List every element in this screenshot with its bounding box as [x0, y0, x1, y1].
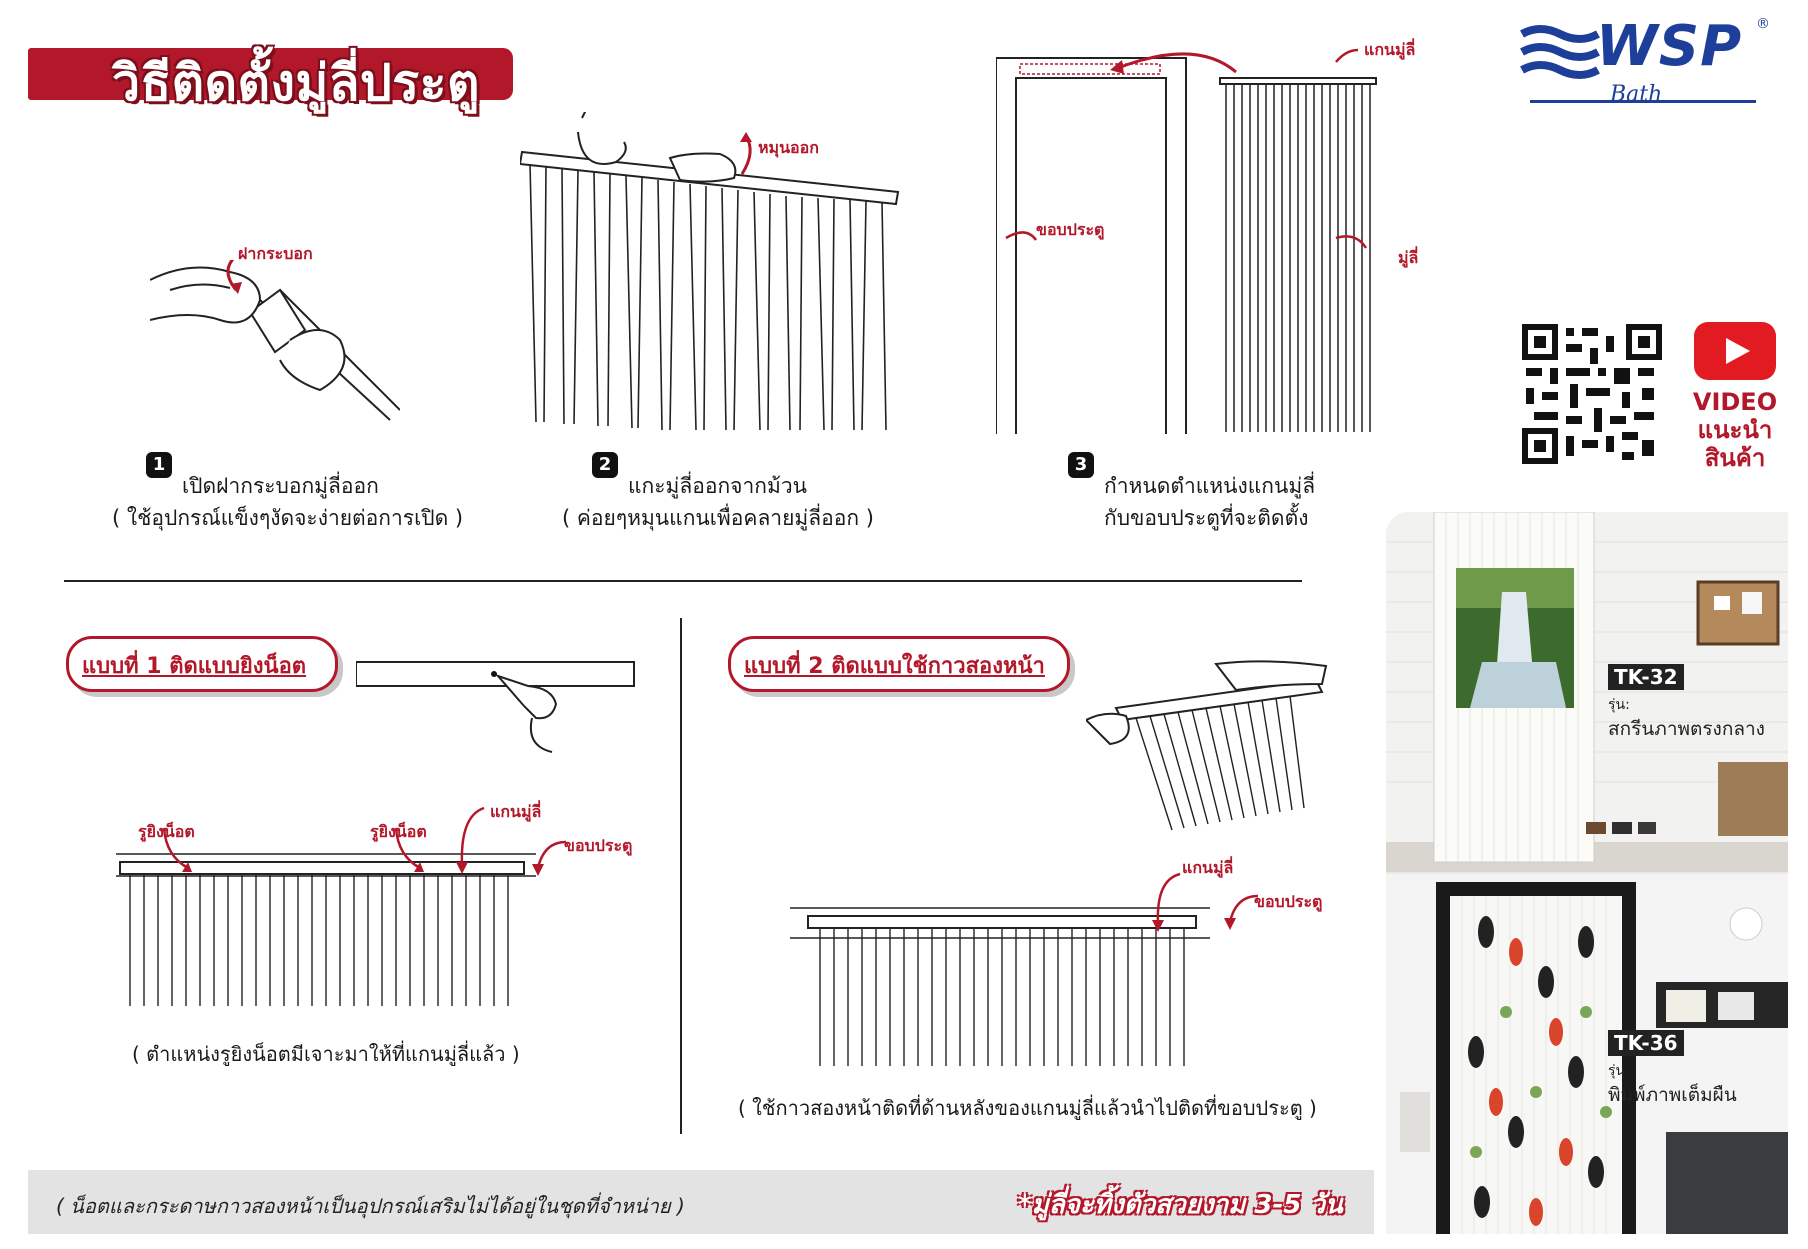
- model-badge-tk36: TK-36: [1608, 1030, 1684, 1056]
- label-m2-rod: แกนมู่ลี่: [1182, 858, 1234, 877]
- qr-code: [1522, 324, 1662, 468]
- arrow-frame-icon: [530, 838, 570, 882]
- method-2-badge: [728, 636, 1070, 692]
- wave-logo-icon: [1520, 22, 1600, 90]
- footer-highlight-text: *มู่ลี่จะทิ้งตัวสวยงาม 3-5 วัน: [1018, 1190, 1343, 1220]
- label-step3-rod: แกนมู่ลี่: [1364, 40, 1416, 59]
- step-3-text: กำหนดตำแหน่งแกนมู่ลี่: [1104, 474, 1316, 498]
- label-step3-blind: มู่ลี่: [1398, 248, 1419, 267]
- youtube-play-icon[interactable]: [1694, 322, 1776, 384]
- drill-illustration: [355, 660, 636, 764]
- arrow-m2-rod-icon: [1144, 870, 1184, 938]
- label-m1-rod: แกนมู่ลี่: [490, 802, 542, 821]
- model-desc-tk36: พิมพ์ภาพเต็มผืน: [1608, 1084, 1737, 1106]
- label-rotate: หมุนออก: [758, 138, 819, 157]
- page-title: วิธีติดตั้งมู่ลี่ประตู: [112, 54, 480, 112]
- model-desc-tk32: สกรีนภาพตรงกลาง: [1608, 718, 1765, 740]
- step1-illustration: [149, 254, 401, 434]
- step-3-number: 3: [1068, 452, 1094, 478]
- arrow-hole-b-icon: [392, 826, 432, 880]
- step-2-text: แกะมู่ลี่ออกจากม้วน: [628, 474, 807, 498]
- label-m2-frame: ขอบประตู: [1254, 892, 1323, 911]
- step-1-number: 1: [146, 452, 172, 478]
- label-hole-a: รูยิงน็อต: [138, 822, 195, 841]
- method-2-caption: ( ใช้กาวสองหน้าติดที่ด้านหลังของแกนมู่ลี…: [738, 1096, 1317, 1120]
- title-banner: [28, 48, 513, 100]
- model-label-tk36: รุ่น:: [1608, 1063, 1630, 1079]
- arrow-m2-frame-icon: [1222, 892, 1262, 936]
- method-1-badge: [66, 636, 338, 692]
- label-hole-b: รูยิงน็อต: [370, 822, 427, 841]
- arrow-hole-a-icon: [160, 826, 200, 880]
- method-1-diagram: [116, 848, 546, 1012]
- brand-sub: Bath: [1610, 82, 1663, 107]
- step-2-number: 2: [592, 452, 618, 478]
- product-photo-panel: [1386, 512, 1788, 1234]
- step-1-text: เปิดฝากระบอกมู่ลี่ออก: [182, 474, 379, 498]
- video-line-1: VIDEO: [1692, 388, 1778, 416]
- step2-illustration: [518, 109, 910, 436]
- label-cap: ฝากระบอก: [238, 244, 313, 263]
- tape-illustration: [1084, 660, 1346, 844]
- method-divider: [680, 618, 682, 1134]
- logo-underline: [1530, 100, 1756, 103]
- step-3-subtext: กับขอบประตูที่จะติดตั้ง: [1104, 506, 1309, 530]
- label-step3-frame: ขอบประตู: [1036, 220, 1105, 239]
- step-1-subtext: ( ใช้อุปกรณ์แข็งๆงัดจะง่ายต่อการเปิด ): [112, 506, 464, 530]
- label-m1-frame: ขอบประตู: [564, 836, 633, 855]
- method-2-diagram: [786, 898, 1216, 1072]
- video-line-3: สินค้า: [1704, 444, 1766, 472]
- arrow-rod-icon: [450, 806, 490, 880]
- method-2-title: แบบที่ 2 ติดแบบใช้กาวสองหน้า: [744, 654, 1045, 679]
- brand-logo: WSP: [1596, 14, 1743, 79]
- footer-note-bar: [28, 1170, 1374, 1234]
- footer-note-text: ( น็อตและกระดาษกาวสองหน้าเป็นอุปกรณ์เสริ…: [56, 1194, 685, 1218]
- video-line-2: แนะนำ: [1697, 416, 1773, 444]
- method-1-title: แบบที่ 1 ติดแบบยิงน็อต: [82, 654, 307, 679]
- step-2-subtext: ( ค่อยๆหมุนแกนเพื่อคลายมู่ลี่ออก ): [562, 506, 874, 530]
- model-label-tk32: รุ่น:: [1608, 697, 1630, 713]
- method-1-caption: ( ตำแหน่งรูยิงน็อตมีเจาะมาให้ที่แกนมู่ลี…: [132, 1042, 520, 1066]
- registered-mark: ®: [1756, 16, 1770, 32]
- model-badge-tk32: TK-32: [1608, 664, 1684, 690]
- section-divider: [64, 580, 1302, 582]
- step3-illustration: [995, 44, 1386, 438]
